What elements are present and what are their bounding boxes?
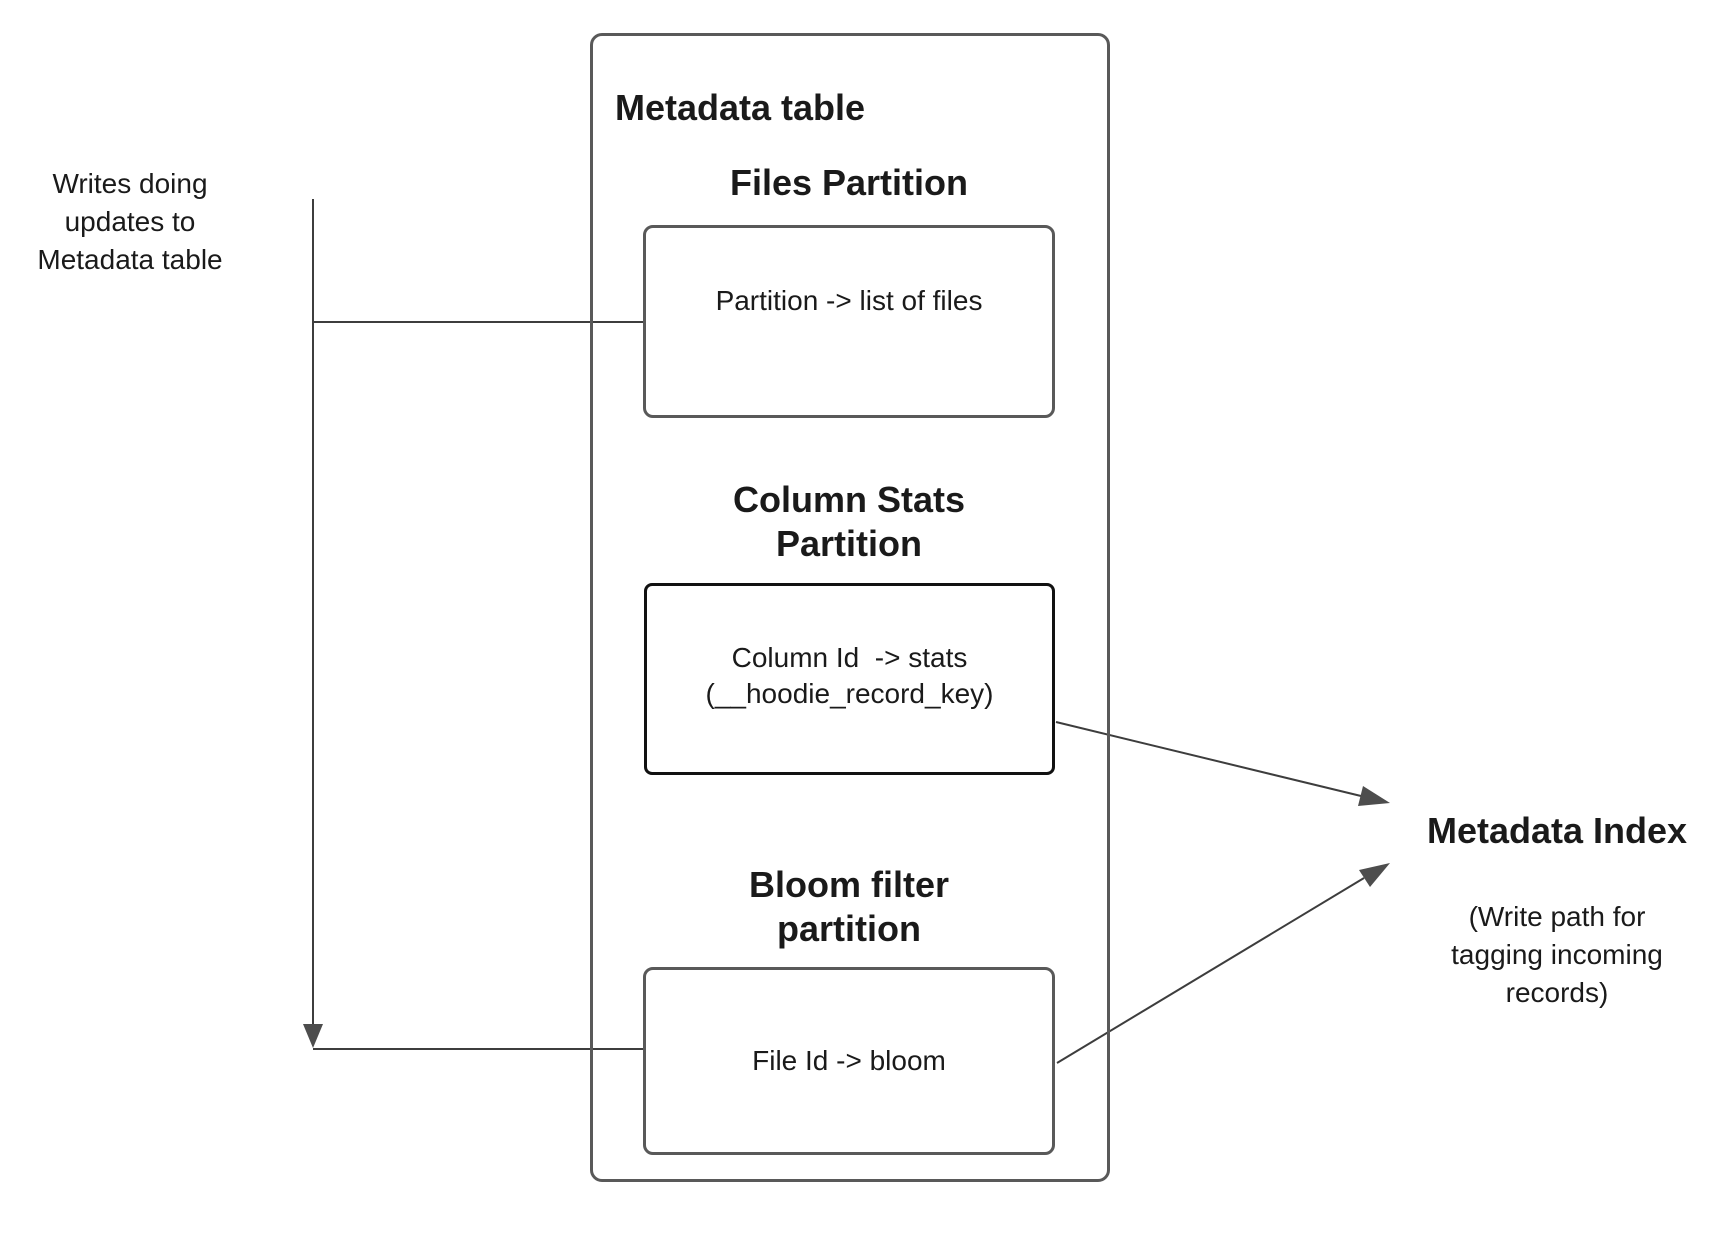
down-arrowhead-icon — [303, 1024, 323, 1048]
metadata-table-title: Metadata table — [615, 87, 866, 128]
bloom-filter-text: File Id -> bloom — [752, 1045, 946, 1076]
files-partition-box: Partition -> list of files — [643, 225, 1055, 418]
metadata-index-title: Metadata Index — [1426, 810, 1688, 851]
column-stats-box: Column Id -> stats (__hoodie_record_key) — [644, 583, 1055, 775]
bloom-filter-box: File Id -> bloom — [643, 967, 1055, 1155]
stats-to-index-arrowhead-icon — [1358, 786, 1390, 806]
files-partition-text: Partition -> list of files — [715, 285, 983, 316]
bloom-to-index-arrowhead-icon — [1359, 863, 1390, 887]
writes-note: Writes doing updates to Metadata table — [37, 168, 223, 275]
metadata-index-note: (Write path for tagging incoming records… — [1451, 901, 1663, 1008]
files-partition-title: Files Partition — [729, 162, 969, 203]
column-stats-text: Column Id -> stats (__hoodie_record_key) — [705, 642, 994, 709]
bloom-filter-title: Bloom filter partition — [748, 864, 949, 949]
column-stats-title: Column Stats Partition — [732, 479, 965, 564]
metadata-table-box — [590, 33, 1110, 1182]
